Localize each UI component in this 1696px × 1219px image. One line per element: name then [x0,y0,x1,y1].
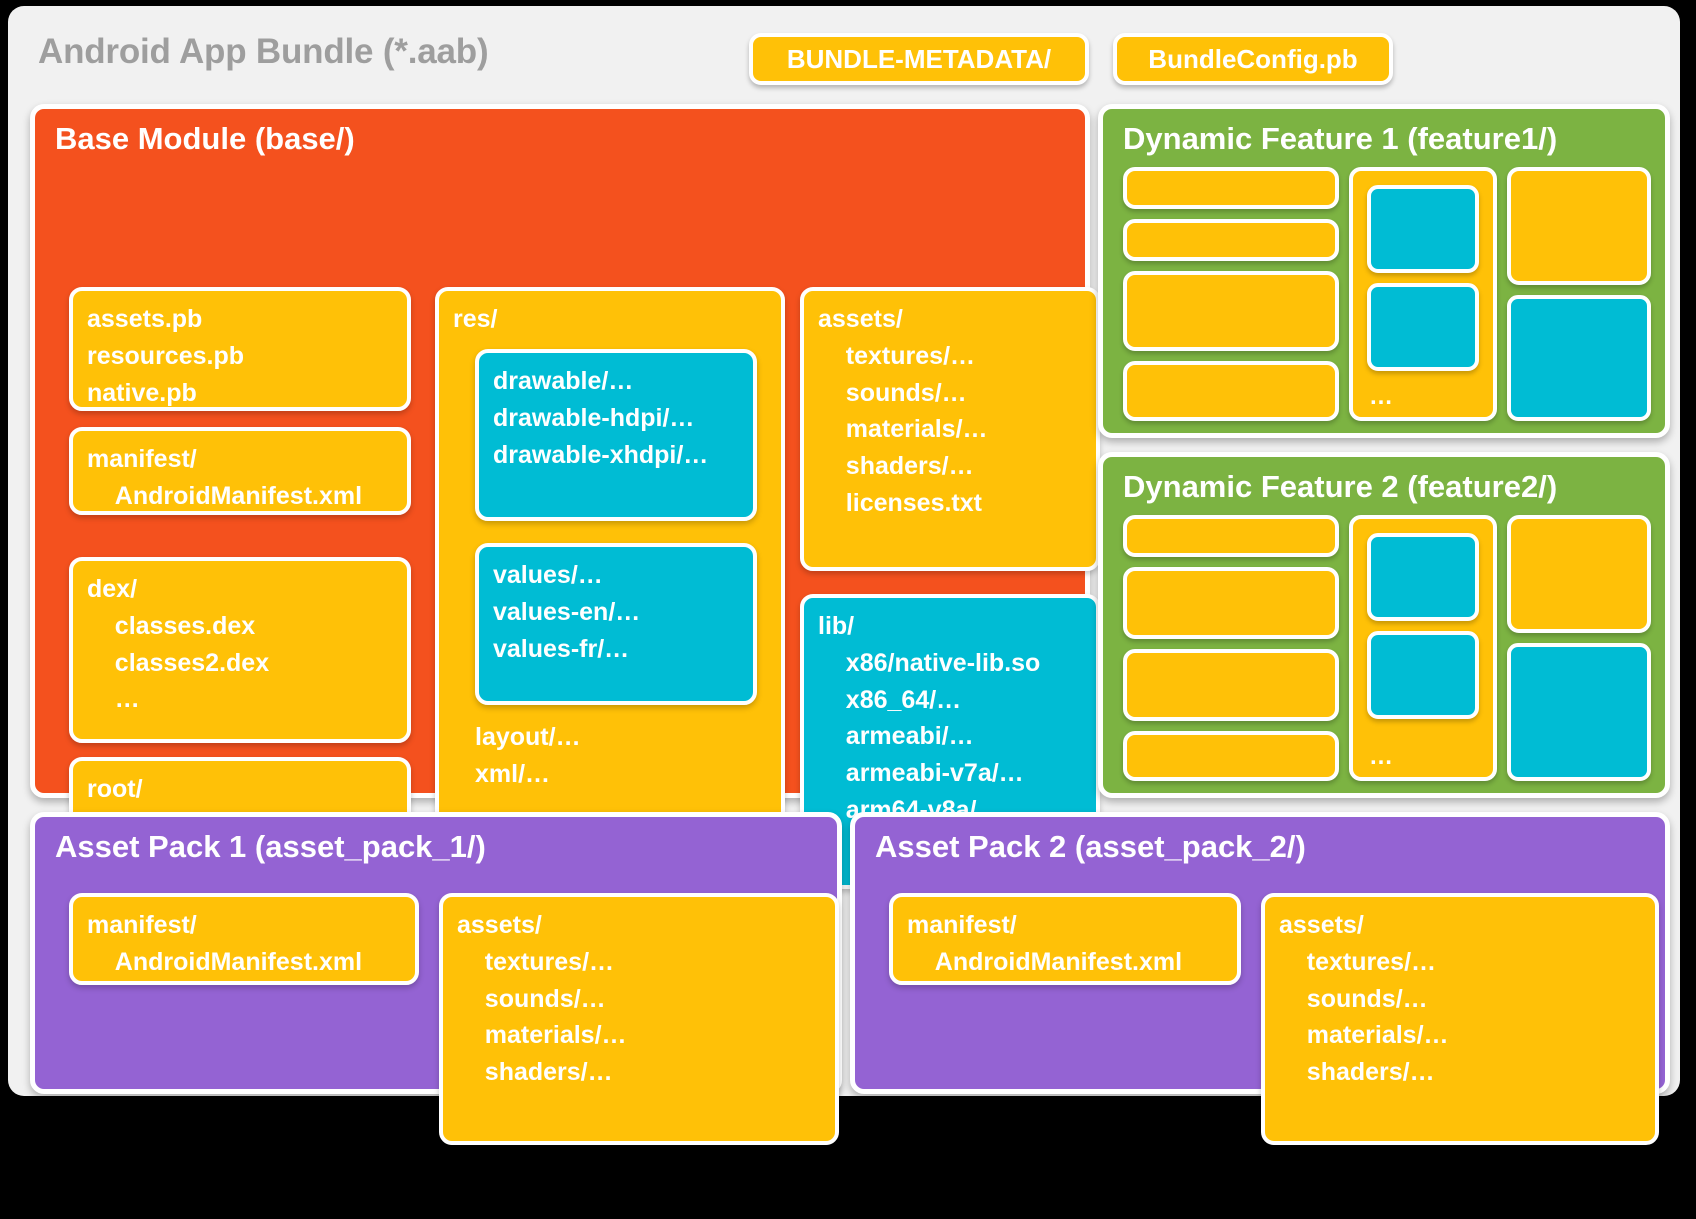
base-assets-card: assets/ textures/… sounds/… materials/… … [800,287,1100,571]
asset-pack-2-assets-card: assets/ textures/… sounds/… materials/… … [1261,893,1659,1145]
feature2-res-card: … [1349,515,1497,781]
feature1-assets-card [1507,167,1651,285]
asset-pack-2-container: Asset Pack 2 (asset_pack_2/) manifest/ A… [850,812,1670,1145]
asset-pack-1-title: Asset Pack 1 (asset_pack_1/) [55,829,486,864]
base-res-label: res/ [453,305,498,333]
asset-pack-1-assets-card: assets/ textures/… sounds/… materials/… … [439,893,839,1145]
base-module-title: Base Module (base/) [55,121,355,156]
bundle-metadata-chip[interactable]: BUNDLE-METADATA/ [749,33,1089,85]
feature2-res-sub-1 [1367,533,1479,621]
dynamic-feature-2-title: Dynamic Feature 2 (feature2/) [1123,469,1558,504]
feature1-bar-2 [1123,219,1339,261]
feature1-lib-card [1507,295,1651,421]
base-module-container: Base Module (base/) assets.pb resources.… [30,104,1100,889]
base-res-drawable-card: drawable/… drawable-hdpi/… drawable-xhdp… [475,349,757,521]
base-res-values-card: values/… values-en/… values-fr/… … [475,543,757,705]
feature2-bar-3 [1123,649,1339,721]
feature2-bar-1 [1123,515,1339,557]
bundle-header: Android App Bundle (*.aab) BUNDLE-METADA… [8,6,1680,98]
feature1-bar-1 [1123,167,1339,209]
bundleconfig-chip[interactable]: BundleConfig.pb [1113,33,1393,85]
asset-pack-1-container: Asset Pack 1 (asset_pack_1/) manifest/ A… [30,812,842,1145]
dynamic-feature-1-container: Dynamic Feature 1 (feature1/) … [1098,104,1670,438]
feature1-res-card: … [1349,167,1497,421]
asset-pack-2-manifest-card: manifest/ AndroidManifest.xml [889,893,1241,985]
feature2-bar-2 [1123,567,1339,639]
feature2-bar-4 [1123,731,1339,781]
feature2-res-sub-2 [1367,631,1479,719]
base-manifest-card: manifest/ AndroidManifest.xml [69,427,411,515]
feature2-assets-card [1507,515,1651,633]
bundle-title: Android App Bundle (*.aab) [38,32,489,71]
feature1-res-sub-1 [1367,185,1479,273]
android-app-bundle-container: Android App Bundle (*.aab) BUNDLE-METADA… [8,6,1680,1145]
feature1-res-ellipsis: … [1369,383,1393,410]
base-dex-card: dex/ classes.dex classes2.dex … [69,557,411,743]
dynamic-feature-1-title: Dynamic Feature 1 (feature1/) [1123,121,1558,156]
feature1-bar-3 [1123,271,1339,351]
asset-pack-1-manifest-card: manifest/ AndroidManifest.xml [69,893,419,985]
feature2-res-ellipsis: … [1369,743,1393,770]
feature1-bar-4 [1123,361,1339,421]
feature1-res-sub-2 [1367,283,1479,371]
asset-pack-2-title: Asset Pack 2 (asset_pack_2/) [875,829,1306,864]
feature2-lib-card [1507,643,1651,781]
base-proto-files-card: assets.pb resources.pb native.pb [69,287,411,411]
dynamic-feature-2-container: Dynamic Feature 2 (feature2/) … [1098,452,1670,798]
base-res-card: res/ drawable/… drawable-hdpi/… drawable… [435,287,785,889]
